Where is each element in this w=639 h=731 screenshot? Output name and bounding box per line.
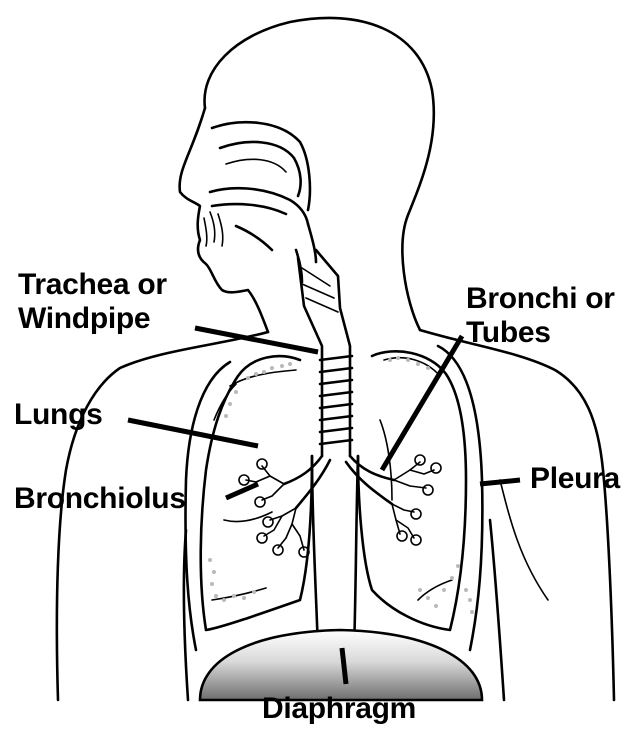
trachea-leader (195, 328, 318, 352)
diaphragm-label: Diaphragm (262, 692, 416, 726)
trachea (298, 250, 352, 456)
trachea-label-line2: Windpipe (18, 302, 150, 336)
bronchiolus-label: Bronchiolus (14, 482, 186, 516)
pleura-leader (480, 480, 520, 484)
left-lung (201, 356, 312, 630)
diaphragm (200, 630, 482, 700)
bronchi-label-line1: Bronchi or (466, 282, 615, 316)
lungs-label: Lungs (14, 398, 103, 432)
bronchial-tree (239, 455, 441, 557)
pleura-label: Pleura (530, 462, 620, 496)
lung-shading (208, 356, 474, 614)
bronchiolus-leader (226, 484, 258, 498)
bronchi-label-line2: Tubes (466, 316, 551, 350)
trachea-label-line1: Trachea or (18, 268, 167, 302)
esophagus (312, 456, 358, 650)
